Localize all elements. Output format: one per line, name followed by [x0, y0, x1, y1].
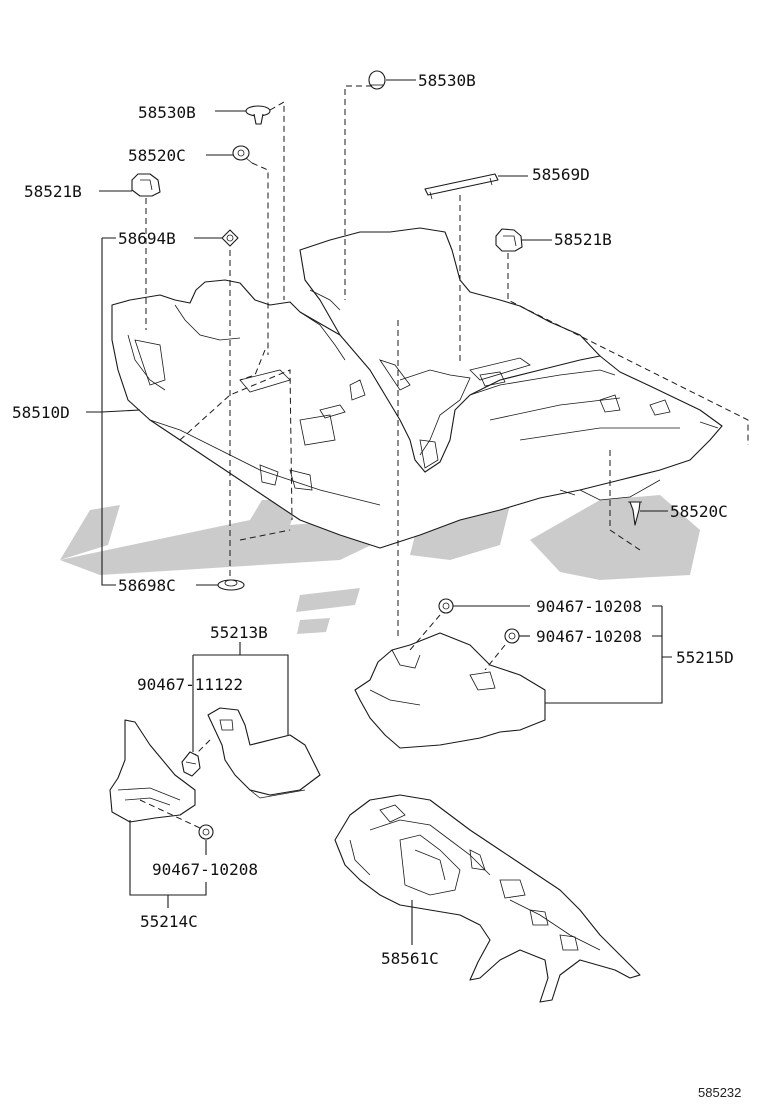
label-58530b-top: 58530B: [418, 71, 476, 90]
clip-58521b-right: [495, 228, 523, 252]
figure-reference: 585232: [698, 1085, 741, 1100]
label-58561c: 58561C: [381, 949, 439, 968]
label-55214c: 55214C: [140, 912, 198, 931]
clip-58530b-top: [368, 70, 386, 90]
label-58521b-left: 58521B: [24, 182, 82, 201]
clip-90467-11122: [181, 751, 201, 777]
label-55215d: 55215D: [676, 648, 734, 667]
retainer-58569d: [424, 173, 499, 200]
install-lines: [139, 85, 749, 829]
label-58510d: 58510D: [12, 403, 70, 422]
bracket-55214c: [109, 719, 196, 823]
nut-90467-10208-b: [504, 628, 520, 644]
leader-lines: [86, 79, 672, 945]
label-90467-10208-c: 90467-10208: [152, 860, 258, 879]
clip-58520c-top: [232, 145, 253, 164]
nut-90467-10208-c: [198, 824, 214, 840]
label-55213b: 55213B: [210, 623, 268, 642]
clip-58698c: [217, 579, 245, 591]
bracket-55213b: [207, 707, 321, 799]
label-58520c-top: 58520C: [128, 146, 186, 165]
watermark-logo: [60, 495, 700, 634]
floor-carpet-58510d: [111, 227, 723, 549]
clip-58520c-right: [628, 501, 642, 526]
label-58698c: 58698C: [118, 576, 176, 595]
nut-90467-10208-a: [438, 598, 454, 614]
label-58530b-left: 58530B: [138, 103, 196, 122]
label-58569d: 58569D: [532, 165, 590, 184]
part-labels: 58530B 58530B 58520C 58569D 58521B 58521…: [12, 71, 741, 1100]
label-58694b: 58694B: [118, 229, 176, 248]
label-90467-10208-a: 90467-10208: [536, 597, 642, 616]
floor-pad-55215d: [354, 632, 546, 749]
clip-58530b-left: [245, 105, 271, 125]
clip-58521b-left: [131, 173, 161, 197]
clip-58694b: [221, 229, 239, 247]
label-58521b-right: 58521B: [554, 230, 612, 249]
label-90467-10208-b: 90467-10208: [536, 627, 642, 646]
insulator-58561c: [334, 794, 641, 1003]
label-58520c-right: 58520C: [670, 502, 728, 521]
label-90467-11122: 90467-11122: [137, 675, 243, 694]
